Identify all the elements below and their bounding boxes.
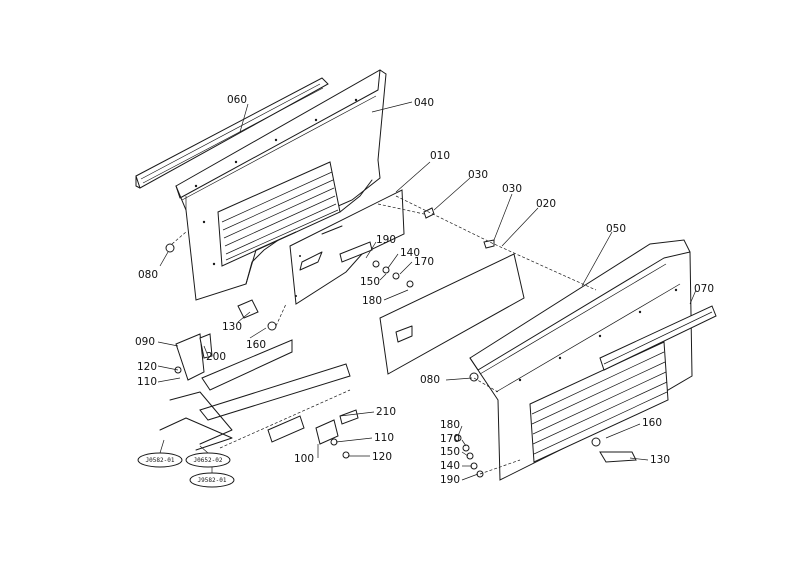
label-100: 100 [294, 453, 314, 465]
label-050: 050 [606, 223, 626, 235]
label-140-b: 140 [440, 460, 460, 472]
lower-left-bracket-assembly [159, 243, 601, 459]
label-150-b: 150 [440, 446, 460, 458]
label-190-a: 190 [376, 234, 396, 246]
label-030-b: 030 [502, 183, 522, 195]
label-150-a: 150 [360, 276, 380, 288]
label-180-a: 180 [362, 295, 382, 307]
label-170-a: 170 [414, 256, 434, 268]
label-090: 090 [135, 336, 155, 348]
part-labels: 060 040 010 030 030 020 050 070 080 190 … [135, 94, 714, 486]
center-fastener-stack [372, 207, 495, 288]
label-060: 060 [227, 94, 247, 106]
ref-label-2: J0652-02 [194, 457, 223, 464]
label-120-b: 120 [372, 451, 392, 463]
right-fastener-stack [237, 299, 637, 478]
leader-lines [157, 101, 697, 481]
label-190-b: 190 [440, 474, 460, 486]
part-010-inner-plate [289, 189, 405, 305]
ref-label-1: J0582-01 [146, 457, 175, 464]
label-080-b: 080 [420, 374, 440, 386]
ref-label-3: J9582-01 [198, 477, 227, 484]
label-180-b: 180 [440, 419, 460, 431]
label-020: 020 [536, 198, 556, 210]
label-200: 200 [206, 351, 226, 363]
label-120-a: 120 [137, 361, 157, 373]
label-130-b: 130 [650, 454, 670, 466]
label-070: 070 [694, 283, 714, 295]
label-130-a: 130 [222, 321, 242, 333]
reference-markers: J0582-01 J0652-02 J9582-01 [137, 439, 235, 488]
label-040: 040 [414, 97, 434, 109]
label-010: 010 [430, 150, 450, 162]
part-040-rear-panel [175, 69, 387, 301]
label-210: 210 [376, 406, 396, 418]
label-030-a: 030 [468, 169, 488, 181]
assembly-guide-lines [171, 195, 597, 475]
part-050-front-panel [469, 239, 693, 481]
label-160-b: 160 [642, 417, 662, 429]
label-170-b: 170 [440, 433, 460, 445]
part-070-trim-strip [599, 305, 717, 371]
label-110-b: 110 [374, 432, 394, 444]
part-060-trim-strip [135, 77, 329, 189]
label-080-a: 080 [138, 269, 158, 281]
part-020-side-plate [379, 253, 525, 375]
label-140-a: 140 [400, 247, 420, 259]
label-160-a: 160 [246, 339, 266, 351]
label-110-a: 110 [137, 376, 157, 388]
